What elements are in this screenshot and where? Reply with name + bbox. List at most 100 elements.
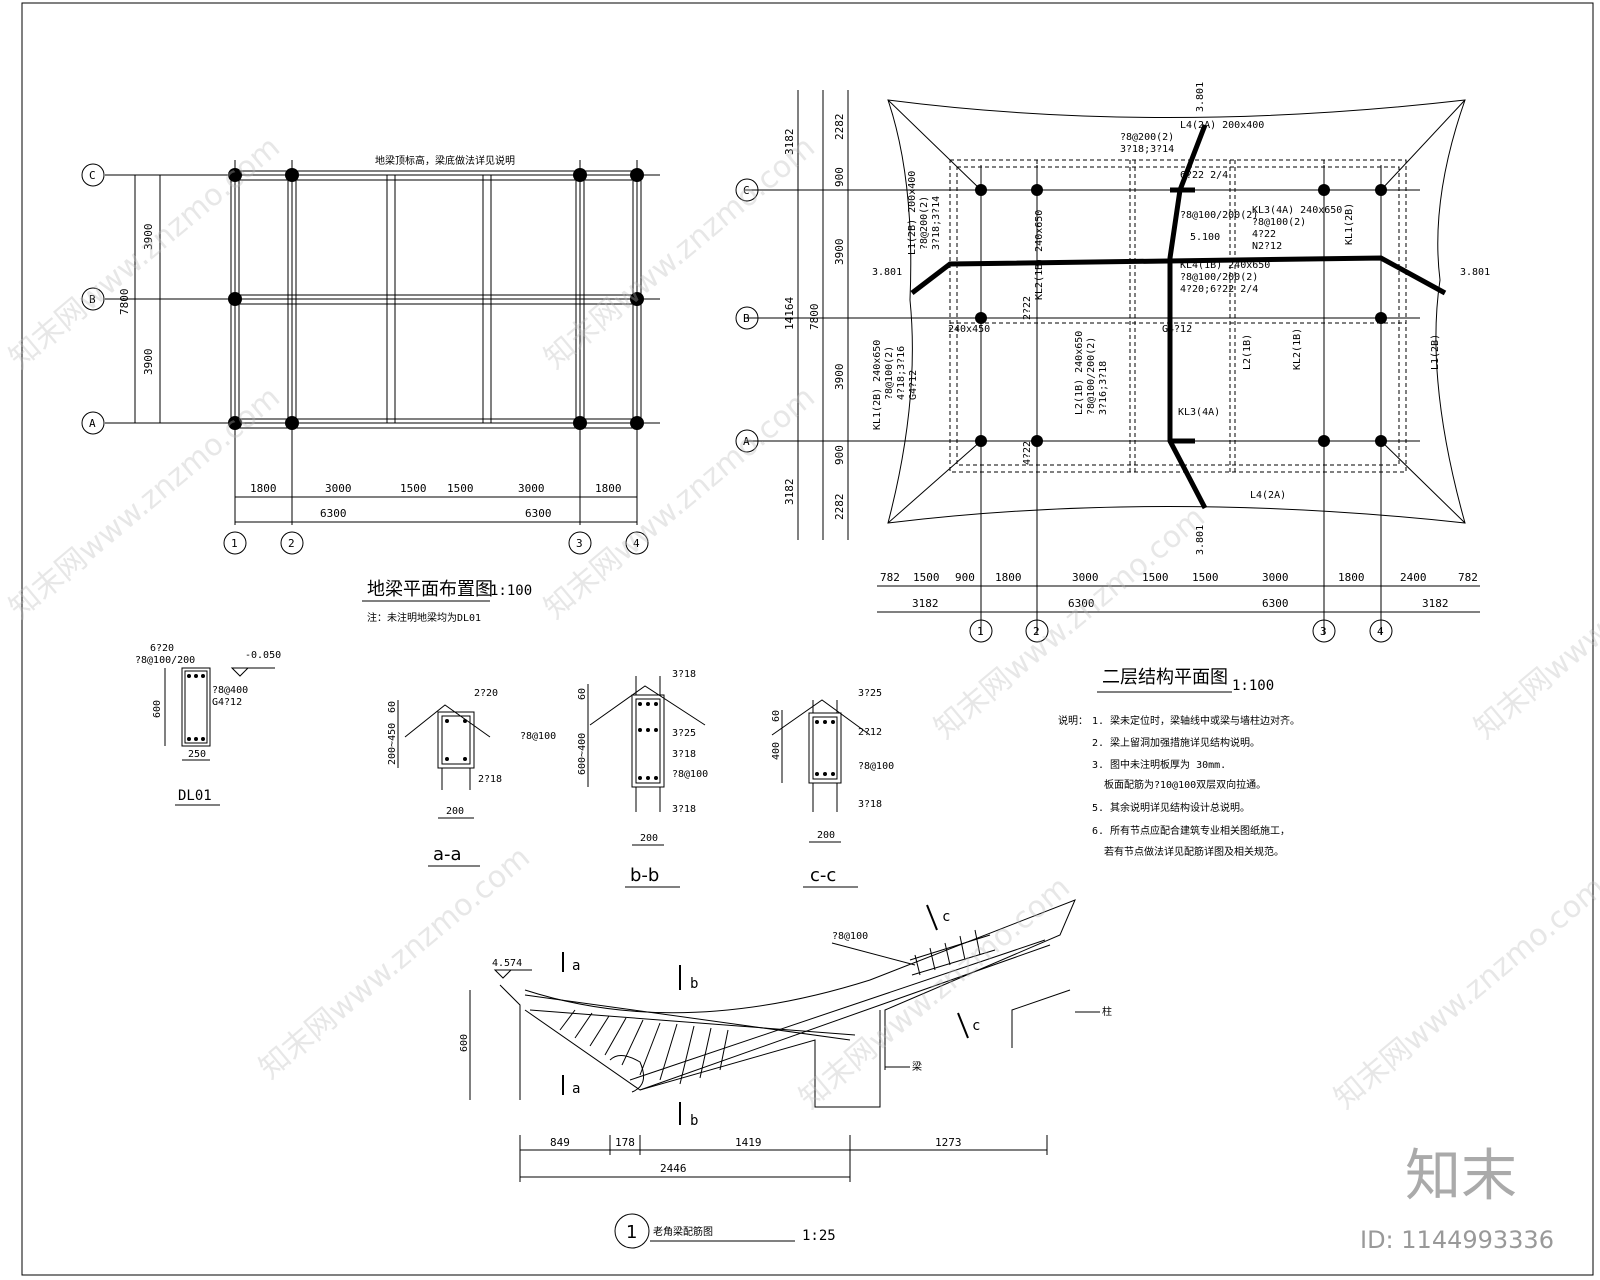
cb-dim-3: 1419 [735, 1136, 762, 1149]
beam-label: 4?20;6?22 2/4 [1180, 284, 1258, 295]
sf-note-6: 6. 所有节点应配合建筑专业相关图纸施工， [1092, 824, 1290, 837]
bb-bar3: 3?18 [672, 749, 696, 760]
dl01-side1: ?8@400 [212, 685, 248, 696]
sf-level-top: 3.801 [1195, 82, 1206, 112]
sf-note-1: 1. 梁未定位时，梁轴线中或梁与墙柱边对齐。 [1092, 714, 1300, 727]
sf-dim-y-i2: 900 [833, 167, 846, 187]
sf-dxb1: 3182 [912, 597, 939, 610]
beam-label: 3?18;3?14 [1120, 144, 1174, 155]
beam-label: 6?22 2/4 [1180, 170, 1228, 181]
section-c-c: 3?25 2?12 ?8@100 3?18 400 60 200 c-c [771, 688, 894, 888]
section-b-b: 3?18 3?25 3?18 ?8@100 3?18 600~400 60 20… [577, 669, 708, 888]
sf-axis-4: 4 [1377, 625, 1384, 638]
sf-axis-1: 1 [977, 625, 984, 638]
ground-beam-plan: C B A 1 2 3 4 3900 7800 3900 1800 3000 1… [81, 154, 660, 624]
sf-dim-y-i5: 3900 [833, 364, 846, 391]
beam-label: ?8@100(2) [884, 346, 895, 400]
bb-name: b-b [630, 865, 659, 886]
sf-dx2: 1500 [913, 571, 940, 584]
sf-dx10: 2400 [1400, 571, 1427, 584]
sf-dx1: 782 [880, 571, 900, 584]
cb-label-col: 柱 [1102, 1005, 1112, 1018]
watermark-text: 知末网www.znzmo.com [1328, 870, 1600, 1116]
sf-level-ridge: 5.100 [1190, 232, 1220, 243]
bb-top: 3?18 [672, 669, 696, 680]
gdim-x4: 1500 [447, 482, 474, 495]
beam-label: ?8@200(2) [1120, 132, 1174, 143]
axis-3: 3 [576, 537, 583, 550]
cc-name: c-c [810, 865, 836, 886]
cb-scale: 1:25 [802, 1228, 836, 1244]
beam-label: G4?12 [908, 370, 919, 400]
sf-dim-y-i1: 2282 [833, 114, 846, 141]
beam-label: L1(2B) [1430, 334, 1441, 370]
gdim-x5: 3000 [518, 482, 545, 495]
aa-top: 2?20 [474, 688, 498, 699]
dl01-stirrup: ?8@100/200 [135, 655, 195, 666]
ground-plan-note: 注：未注明地梁均为DL01 [367, 611, 481, 624]
beam-label: 2?22 [1022, 296, 1033, 320]
watermark-text: 知末网www.znzmo.com [3, 130, 287, 376]
bb-bottom: 3?18 [672, 804, 696, 815]
sf-notes-label: 说明： [1058, 714, 1088, 727]
beam-label: L2(1B) 240x650 [1074, 331, 1085, 415]
sf-note-7: 若有节点做法详见配筋详图及相关规范。 [1104, 845, 1284, 858]
sf-dim-y-i7: 2282 [833, 494, 846, 521]
ground-axis-letters: C B A [81, 163, 105, 435]
sf-dx9: 1800 [1338, 571, 1365, 584]
sf-axis-b: B [743, 312, 750, 325]
bb-mid: 3?25 [672, 728, 696, 739]
corner-beam-detail: ?8@100 a a b b c c 4.574 600 梁 柱 849 [459, 899, 1112, 1249]
beam-label: 4?18;3?16 [896, 346, 907, 400]
dl01-width: 250 [188, 749, 206, 760]
dl01-name: DL01 [178, 788, 212, 804]
sf-level-bottom: 3.801 [1195, 525, 1206, 555]
sf-note-2: 2. 梁上留洞加强措施详见结构说明。 [1092, 736, 1260, 749]
bb-top-thk: 60 [577, 688, 588, 700]
cb-cut-b-top: b [690, 976, 698, 992]
cb-stirrup: ?8@100 [832, 931, 868, 942]
beam-label: 3?16;3?18 [1098, 361, 1109, 415]
cb-level: 4.574 [492, 958, 522, 969]
cb-cut-c-bottom: c [972, 1018, 980, 1034]
dl01-section: 6?20 ?8@100/200 -0.050 ?8@400 G4?12 600 … [135, 643, 281, 806]
beam-label: 4?22 [1022, 441, 1033, 465]
ground-plan-scale: 1:100 [490, 583, 532, 599]
cb-cut-a-bottom: a [572, 1081, 580, 1097]
cb-title-number: 1 [626, 1222, 637, 1243]
sf-dx4: 1800 [995, 571, 1022, 584]
sf-beam-labels: L4(2A) 200x400 ?8@200(2) 3?18;3?14 L1(2B… [872, 120, 1441, 501]
ground-note-top: 地梁顶标高，梁底做法详见说明 [375, 154, 515, 167]
sf-dim-y-o2: 3182 [783, 479, 796, 506]
beam-label: 4?22 [1252, 229, 1276, 240]
axis-1: 1 [231, 537, 238, 550]
axis-2: 2 [288, 537, 295, 550]
sf-dx5: 3000 [1072, 571, 1099, 584]
axis-4: 4 [633, 537, 640, 550]
cb-dim-4: 1273 [935, 1136, 962, 1149]
gdim-y2: 3900 [142, 349, 155, 376]
sheet-border [21, 2, 1594, 1276]
watermark-logo: 知末 [1405, 1144, 1517, 1209]
gdim-x1: 1800 [250, 482, 277, 495]
ground-plan-title: 地梁平面布置图 [367, 579, 493, 600]
aa-height: 200~450 [387, 723, 398, 765]
aa-name: a-a [433, 844, 462, 865]
sf-dx3: 900 [955, 571, 975, 584]
sf-level-left: 3.801 [872, 267, 902, 278]
gdim-y-total: 7800 [118, 289, 131, 316]
beam-label: 3?18;3?14 [931, 196, 942, 250]
beam-label: L2(1B) [1242, 334, 1253, 370]
aa-top-thk: 60 [387, 701, 398, 713]
sf-dx7: 1500 [1192, 571, 1219, 584]
watermark-text: 知末网www.znzmo.com [1468, 500, 1600, 746]
beam-label: L1(2B) 200x400 [907, 171, 918, 255]
cc-stirrup: ?8@100 [858, 761, 894, 772]
beam-label: N2?12 [1252, 241, 1282, 252]
beam-label: KL2(1B) 240x650 [1034, 210, 1045, 300]
sf-dx11: 782 [1458, 571, 1478, 584]
watermark-id: ID: 1144993336 [1360, 1226, 1554, 1254]
sf-note-4: 板面配筋为?10@100双层双向拉通。 [1104, 778, 1266, 791]
cc-width: 200 [817, 830, 835, 841]
